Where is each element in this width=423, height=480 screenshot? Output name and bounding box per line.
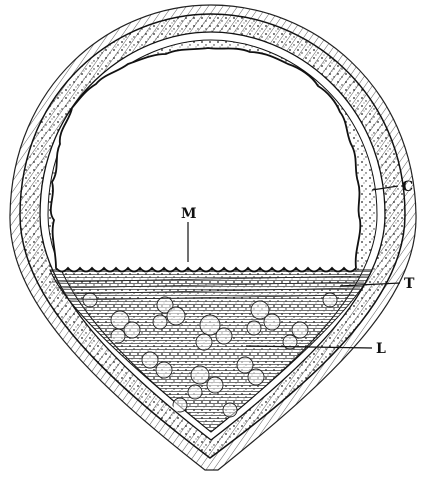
label-l: L [376,341,386,357]
label-m: M [181,206,197,222]
cavity [51,48,361,272]
label-c: C [402,179,413,195]
label-t: T [404,276,415,292]
